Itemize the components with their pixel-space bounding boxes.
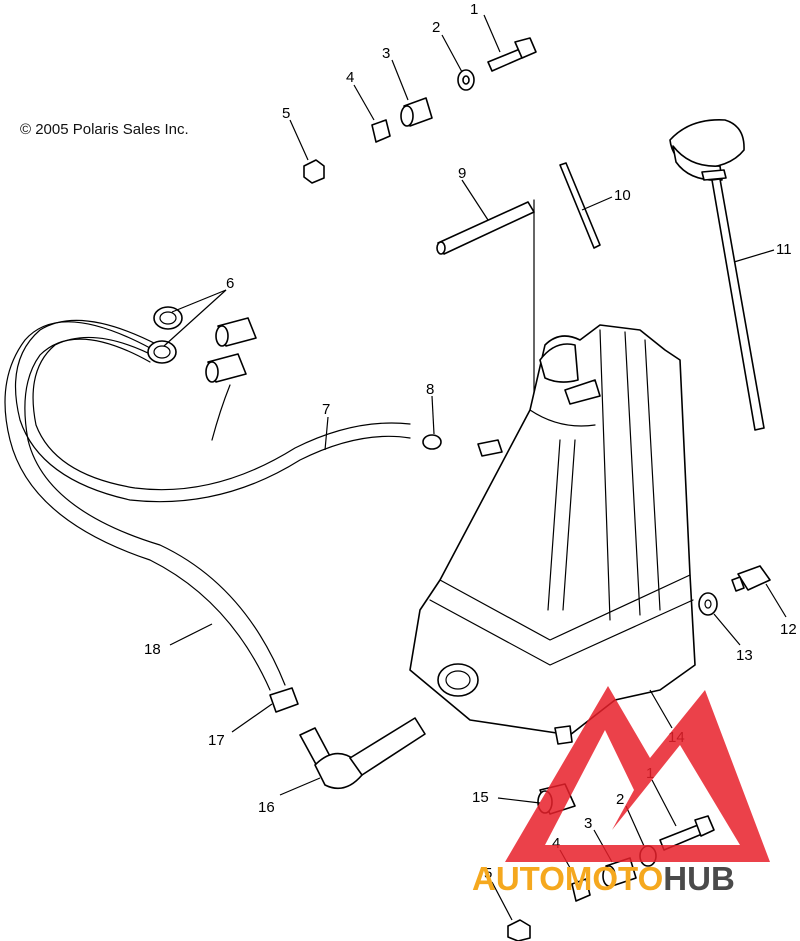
callout-4-bottom: 4 bbox=[552, 835, 560, 852]
oil-tank bbox=[409, 324, 696, 745]
callout-12: 12 bbox=[780, 621, 797, 638]
callout-7: 7 bbox=[322, 401, 330, 418]
callout-10: 10 bbox=[614, 187, 631, 204]
spacer-bottom bbox=[571, 878, 591, 902]
elbow-fitting-16 bbox=[299, 717, 426, 790]
nut-bottom bbox=[507, 919, 531, 941]
watermark-brand-part2: HUB bbox=[663, 860, 735, 897]
vent-rod-10 bbox=[559, 162, 601, 249]
callout-1-top: 1 bbox=[470, 1, 478, 18]
callout-15: 15 bbox=[472, 789, 489, 806]
clamp-8 bbox=[422, 434, 442, 450]
spacer-top bbox=[371, 119, 391, 143]
clamp-6b bbox=[147, 340, 177, 364]
callout-2-bottom: 2 bbox=[616, 791, 624, 808]
bushing-bottom bbox=[602, 857, 637, 887]
callout-8: 8 bbox=[426, 381, 434, 398]
callout-3-top: 3 bbox=[382, 45, 390, 62]
fitting-a bbox=[215, 317, 257, 347]
copyright-text: © 2005 Polaris Sales Inc. bbox=[20, 121, 189, 138]
fitting-b bbox=[205, 353, 247, 441]
dipstick-11 bbox=[669, 119, 765, 431]
watermark-brand-part1: AUTOMOTO bbox=[472, 860, 663, 897]
callout-16: 16 bbox=[258, 799, 275, 816]
watermark-triangle-logo bbox=[505, 686, 770, 862]
tube-9 bbox=[436, 199, 535, 411]
bushing-top bbox=[400, 97, 433, 127]
bolt-bottom bbox=[659, 815, 715, 851]
svg-text:AUTOMOTOHUB: AUTOMOTOHUB bbox=[472, 860, 735, 897]
callout-3-bottom: 3 bbox=[584, 815, 592, 832]
clamp-6a bbox=[153, 306, 183, 330]
cap-17 bbox=[269, 687, 299, 713]
callout-13: 13 bbox=[736, 647, 753, 664]
washer-13 bbox=[698, 592, 718, 616]
hose-7 bbox=[14, 319, 411, 503]
callout-4-top: 4 bbox=[346, 69, 354, 86]
callout-18: 18 bbox=[144, 641, 161, 658]
callout-17: 17 bbox=[208, 732, 225, 749]
hose-18 bbox=[4, 321, 286, 691]
nipple-fitting bbox=[477, 439, 503, 457]
washer-top bbox=[457, 69, 475, 91]
callout-11: 11 bbox=[776, 241, 792, 258]
sensor-12 bbox=[731, 565, 771, 592]
callout-5-bottom: 5 bbox=[484, 865, 492, 882]
nut-top bbox=[303, 159, 325, 184]
automotohub-watermark: AUTOMOTOHUB bbox=[472, 686, 770, 897]
callout-6: 6 bbox=[226, 275, 234, 292]
callout-5-top: 5 bbox=[282, 105, 290, 122]
bolt-top bbox=[487, 37, 537, 72]
callout-9: 9 bbox=[458, 165, 466, 182]
callout-2-top: 2 bbox=[432, 19, 440, 36]
